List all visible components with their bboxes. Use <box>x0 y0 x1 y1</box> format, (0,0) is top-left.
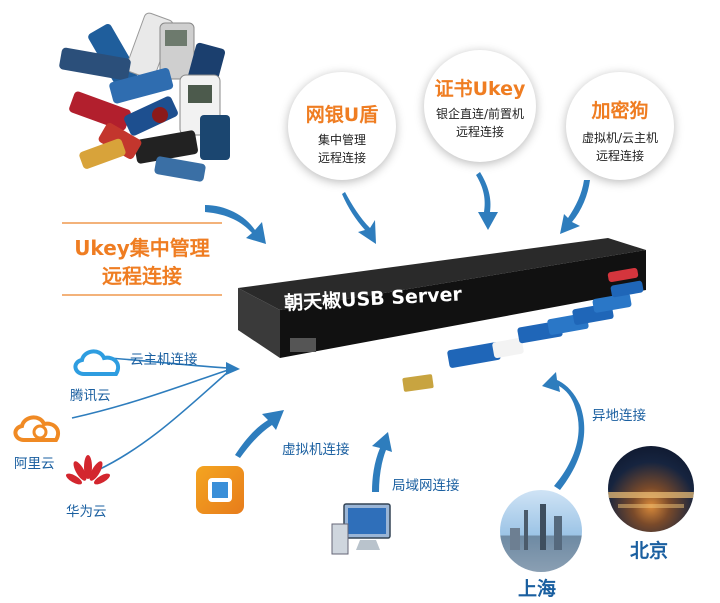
left-block-line1: Ukey集中管理 <box>74 236 210 260</box>
aliyun-icon <box>13 415 61 442</box>
bubble-line: 远程连接 <box>595 149 644 163</box>
bubble-line: 远程连接 <box>455 125 504 139</box>
provider-name: 华为云 <box>66 504 107 520</box>
shanghai-skyline-image <box>500 490 582 572</box>
vm-label: 虚拟机连接 <box>282 442 350 458</box>
lan-label: 局域网连接 <box>392 478 460 494</box>
divider-bottom <box>62 294 222 296</box>
bubble-title: 加密狗 <box>591 100 649 122</box>
bubble-title: 证书Ukey <box>434 78 526 100</box>
beijing-night-image <box>608 446 694 532</box>
tencent-cloud-icon <box>73 349 121 376</box>
provider-name: 阿里云 <box>14 456 55 472</box>
usb-key-pile-image <box>59 12 230 182</box>
vmware-icon <box>196 466 244 514</box>
city-shanghai: 上海 <box>518 578 557 600</box>
city-beijing: 北京 <box>630 540 669 562</box>
bubble-line: 集中管理 <box>317 133 366 147</box>
bubble-line: 银企直连/前置机 <box>435 107 525 121</box>
divider-top <box>62 222 222 224</box>
usb-server-device-image <box>238 238 646 392</box>
bubble-line: 虚拟机/云主机 <box>581 131 659 145</box>
bubble-line: 远程连接 <box>317 151 366 165</box>
bubble-cert-ukey: 证书Ukey 银企直连/前置机 远程连接 <box>424 50 536 162</box>
left-block-line2: 远程连接 <box>102 264 182 288</box>
bubble-title: 网银U盾 <box>305 104 379 126</box>
cloud-connect-label: 云主机连接 <box>130 352 198 368</box>
provider-name: 腾讯云 <box>70 388 111 404</box>
bubble-dongle: 加密狗 虚拟机/云主机 远程连接 <box>566 72 674 180</box>
remote-label: 异地连接 <box>592 408 646 424</box>
desktop-computer-icon <box>331 503 391 555</box>
huawei-cloud-icon <box>66 455 110 485</box>
bubble-netbank-ushield: 网银U盾 集中管理 远程连接 <box>288 72 396 180</box>
